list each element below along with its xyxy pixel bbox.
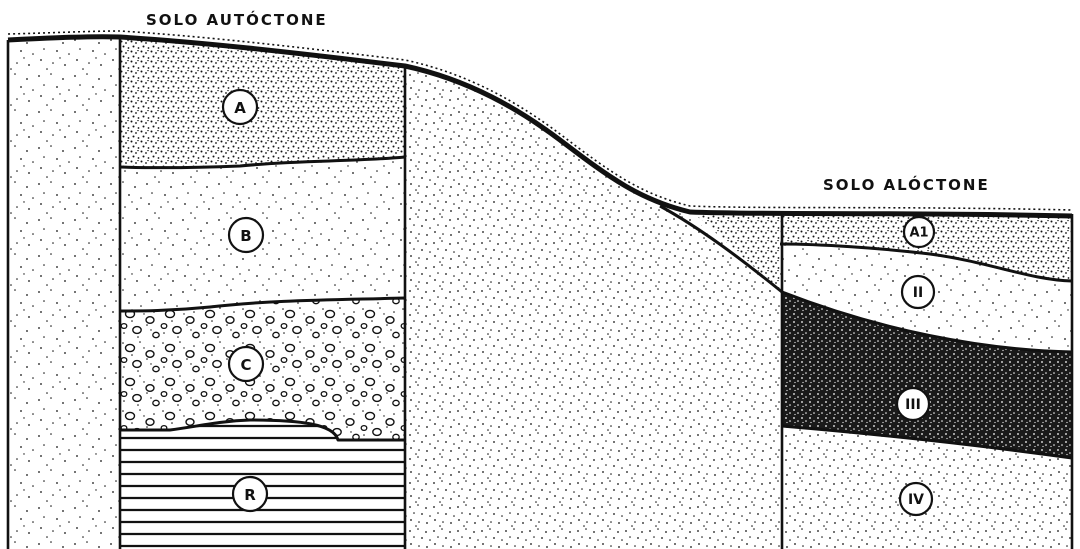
svg-text:IV: IV [908, 492, 924, 508]
horizon-label-a1: A1 [904, 217, 934, 247]
svg-text:II: II [913, 285, 923, 301]
horizon-label-r: R [233, 477, 267, 511]
heading-solo-autoctone: SOLO AUTÓCTONE [146, 10, 328, 29]
svg-text:A: A [234, 99, 246, 117]
left-parent-material [8, 37, 120, 549]
horizon-a-layer [120, 38, 405, 168]
horizon-label-b: B [229, 218, 263, 252]
slope-colluvium [405, 66, 780, 549]
svg-text:III: III [905, 397, 921, 413]
horizon-label-iv: IV [900, 483, 932, 515]
horizon-label-ii: II [902, 276, 934, 308]
svg-text:A1: A1 [909, 226, 928, 241]
svg-text:R: R [244, 486, 256, 504]
heading-solo-aloctone: SOLO ALÓCTONE [823, 175, 990, 194]
horizon-label-a: A [223, 90, 257, 124]
autochthonous-profile [120, 37, 405, 549]
horizon-label-iii: III [897, 388, 929, 420]
svg-text:C: C [240, 356, 251, 374]
svg-text:B: B [240, 227, 251, 245]
horizon-label-c: C [229, 347, 263, 381]
